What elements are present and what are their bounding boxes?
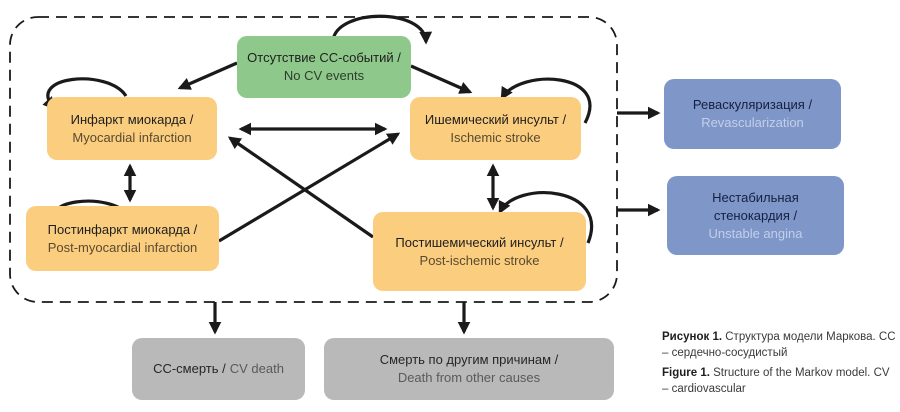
figure-caption: Рисунок 1. Структура модели Маркова. СС … [662,329,898,401]
node-label-en: Post-myocardial infarction [47,239,198,255]
node-death-other-causes: Смерть по другим причинам / Death from o… [324,338,614,400]
node-label-ru-line2: стенокардия / [713,207,798,223]
caption-en-label: Figure 1. [662,367,710,379]
node-label-en: CV death [229,361,284,376]
node-label-ru: Постинфаркт миокарда / [47,221,198,237]
node-label-en: Ischemic stroke [450,129,541,145]
node-label-ru-line1: Нестабильная [712,189,799,205]
node-ischemic-stroke: Ишемический инсульт / Ischemic stroke [410,97,581,160]
self-loop-mi [42,77,128,110]
living-states-boundary [9,16,618,303]
caption-ru-text: Структура модели Маркова. СС – сердечно-… [662,331,896,359]
arrow-no-events-to-mi [177,61,238,90]
arrow-post-stroke-to-mi [227,136,374,239]
self-loop-no-events [331,14,433,45]
node-label-ru: Смерть по другим причинам / [379,352,559,367]
node-label-en: Death from other causes [397,370,541,385]
node-post-myocardial-infarction: Постинфаркт миокарда / Post-myocardial i… [26,206,219,271]
node-label-ru: Инфаркт миокарда / [70,111,194,127]
caption-ru: Рисунок 1. Структура модели Маркова. СС … [662,329,898,361]
caption-ru-label: Рисунок 1. [662,331,723,343]
caption-en-text: Structure of the Markov model. CV – card… [662,367,890,395]
node-post-ischemic-stroke: Постишемический инсульт / Post-ischemic … [373,212,586,291]
node-unstable-angina: Нестабильная стенокардия / Unstable angi… [667,176,844,255]
self-loop-stroke [500,77,592,124]
node-label-en: Unstable angina [708,225,803,241]
node-label-en: Revascularization [701,115,804,130]
node-label-ru: Отсутствие СС-событий / [247,50,401,65]
caption-en: Figure 1. Structure of the Markov model.… [662,365,898,397]
node-label-ru: Постишемический инсульт / [395,234,564,250]
node-label-en: No CV events [283,68,365,83]
node-myocardial-infarction: Инфаркт миокарда / Myocardial infarction [47,97,217,160]
node-revascularization: Реваскуляризация / Revascularization [664,79,841,149]
node-label-ru: Ишемический инсульт / [424,111,567,127]
arrow-post-mi-to-stroke [218,132,401,243]
self-loop-post-stroke [498,191,593,244]
node-label-en: Post-ischemic stroke [419,252,540,268]
node-label-ru: Реваскуляризация / [692,97,813,112]
node-label-ru: СС-смерть / [153,361,226,376]
node-no-cv-events: Отсутствие СС-событий / No CV events [237,36,411,98]
arrow-no-events-to-stroke [410,64,473,94]
node-label-en: Myocardial infarction [72,129,192,145]
node-cv-death: СС-смерть / CV death [132,338,305,400]
